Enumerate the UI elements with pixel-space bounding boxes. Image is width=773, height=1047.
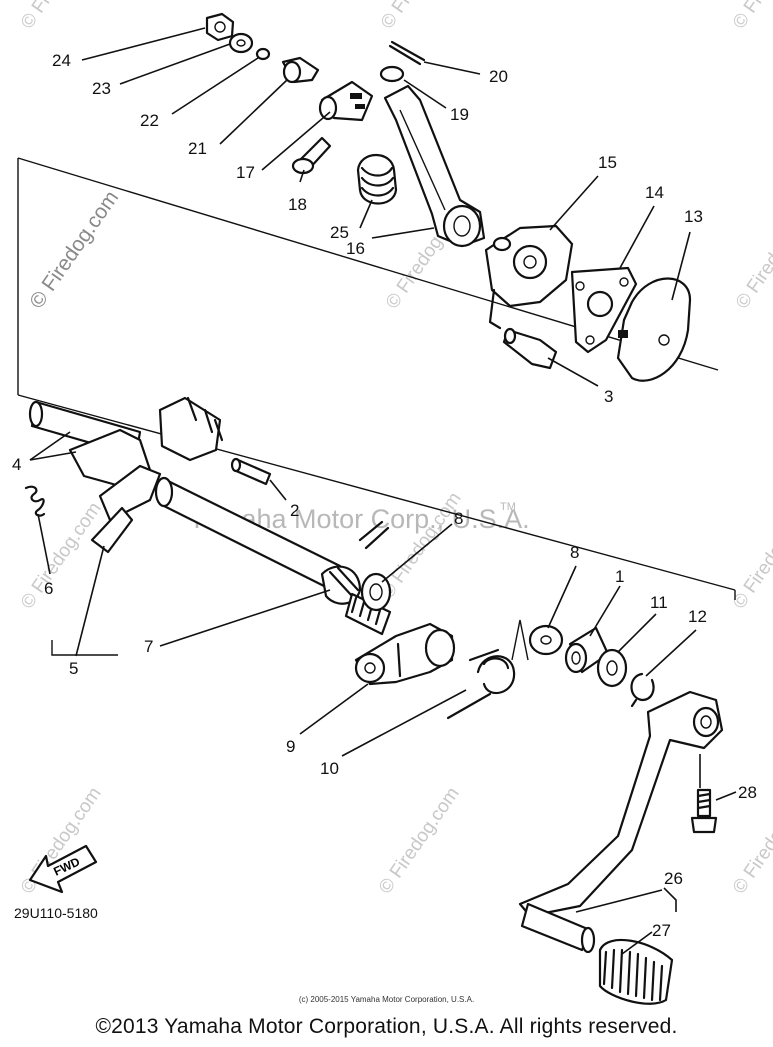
watermark-site-text: © Firedog.com [375, 784, 464, 898]
part-19-washer [379, 65, 405, 83]
part-4-shift-forks [28, 396, 224, 554]
part-14-plate [570, 266, 638, 354]
callout-16: 16 [346, 239, 365, 258]
callout-10: 10 [320, 759, 339, 778]
callout-22: 22 [140, 111, 159, 130]
part-23-washer [228, 32, 254, 54]
part-6-spring [24, 485, 46, 517]
callout-27: 27 [652, 921, 671, 940]
callout-21: 21 [188, 139, 207, 158]
assembly-outline [17, 157, 736, 656]
watermark-site-text: © Firedog.com [732, 199, 773, 313]
part-11-washer [596, 648, 628, 688]
callout-4: 4 [12, 455, 21, 474]
part-7-shift-shaft [154, 476, 392, 636]
callout-13: 13 [684, 207, 703, 226]
callout-24: 24 [52, 51, 71, 70]
watermark-site-text: © Firedog.com [17, 0, 106, 33]
main-copyright: ©2013 Yamaha Motor Corporation, U.S.A. A… [95, 1015, 678, 1038]
watermark-site-text: © Firedog.com [25, 187, 123, 313]
callout-8-upper: 8 [454, 509, 463, 528]
part-28-bolt [690, 788, 718, 834]
callout-numbers: 1 2 3 4 5 6 7 8 8 9 10 11 12 13 14 15 16… [12, 51, 757, 940]
part-18-pin [291, 136, 332, 175]
part-13-cover [616, 277, 692, 382]
watermark-tm: TM [500, 501, 516, 513]
callout-3: 3 [604, 387, 613, 406]
callout-1: 1 [615, 567, 624, 586]
callout-28: 28 [738, 783, 757, 802]
callout-8-lower: 8 [570, 543, 579, 562]
callout-9: 9 [286, 737, 295, 756]
part-3-bolt [502, 327, 558, 370]
part-16-shift-arm [383, 84, 486, 248]
part-25-spring [356, 154, 398, 205]
part-24-nut [205, 12, 235, 42]
watermark-site-text: © Firedog.com [377, 0, 466, 33]
watermark-site-text: © Firedog.com [729, 0, 773, 33]
callout-2: 2 [290, 501, 299, 520]
part-12-circlip [630, 672, 655, 708]
callout-25: 25 [330, 223, 349, 242]
callout-19: 19 [450, 105, 469, 124]
callout-23: 23 [92, 79, 111, 98]
part-8-oil-seal-lower [528, 624, 564, 656]
small-copyright: (c) 2005-2015 Yamaha Motor Corporation, … [298, 995, 475, 1004]
fwd-arrow: FWD [28, 844, 98, 894]
callout-14: 14 [645, 183, 664, 202]
callout-11: 11 [650, 593, 668, 612]
part-20-cotter-pin [388, 40, 426, 66]
part-15-stopper-lever [484, 224, 574, 330]
callout-18: 18 [288, 195, 307, 214]
part-2-dowel-pin [230, 457, 272, 486]
callout-5: 5 [69, 659, 78, 678]
part-27-pedal-rubber [598, 938, 674, 1005]
callout-20: 20 [489, 67, 508, 86]
callout-26: 26 [664, 869, 683, 888]
part-8-oil-seal-upper [360, 572, 392, 612]
callout-17: 17 [236, 163, 255, 182]
diagram-code: 29U110-5180 [14, 905, 98, 921]
leader-lines [29, 27, 737, 955]
part-21-bolt [281, 56, 320, 84]
part-22-o-ring [255, 47, 271, 61]
callout-12: 12 [688, 607, 707, 626]
callout-6: 6 [44, 579, 53, 598]
part-9-shift-arm [354, 622, 456, 686]
callout-7: 7 [144, 637, 153, 656]
watermark-site-text: © Firedog.com [17, 499, 106, 613]
callout-15: 15 [598, 153, 617, 172]
part-10-return-spring [446, 619, 529, 720]
part-17-joint [318, 80, 374, 122]
part-26-shift-pedal [518, 690, 724, 954]
